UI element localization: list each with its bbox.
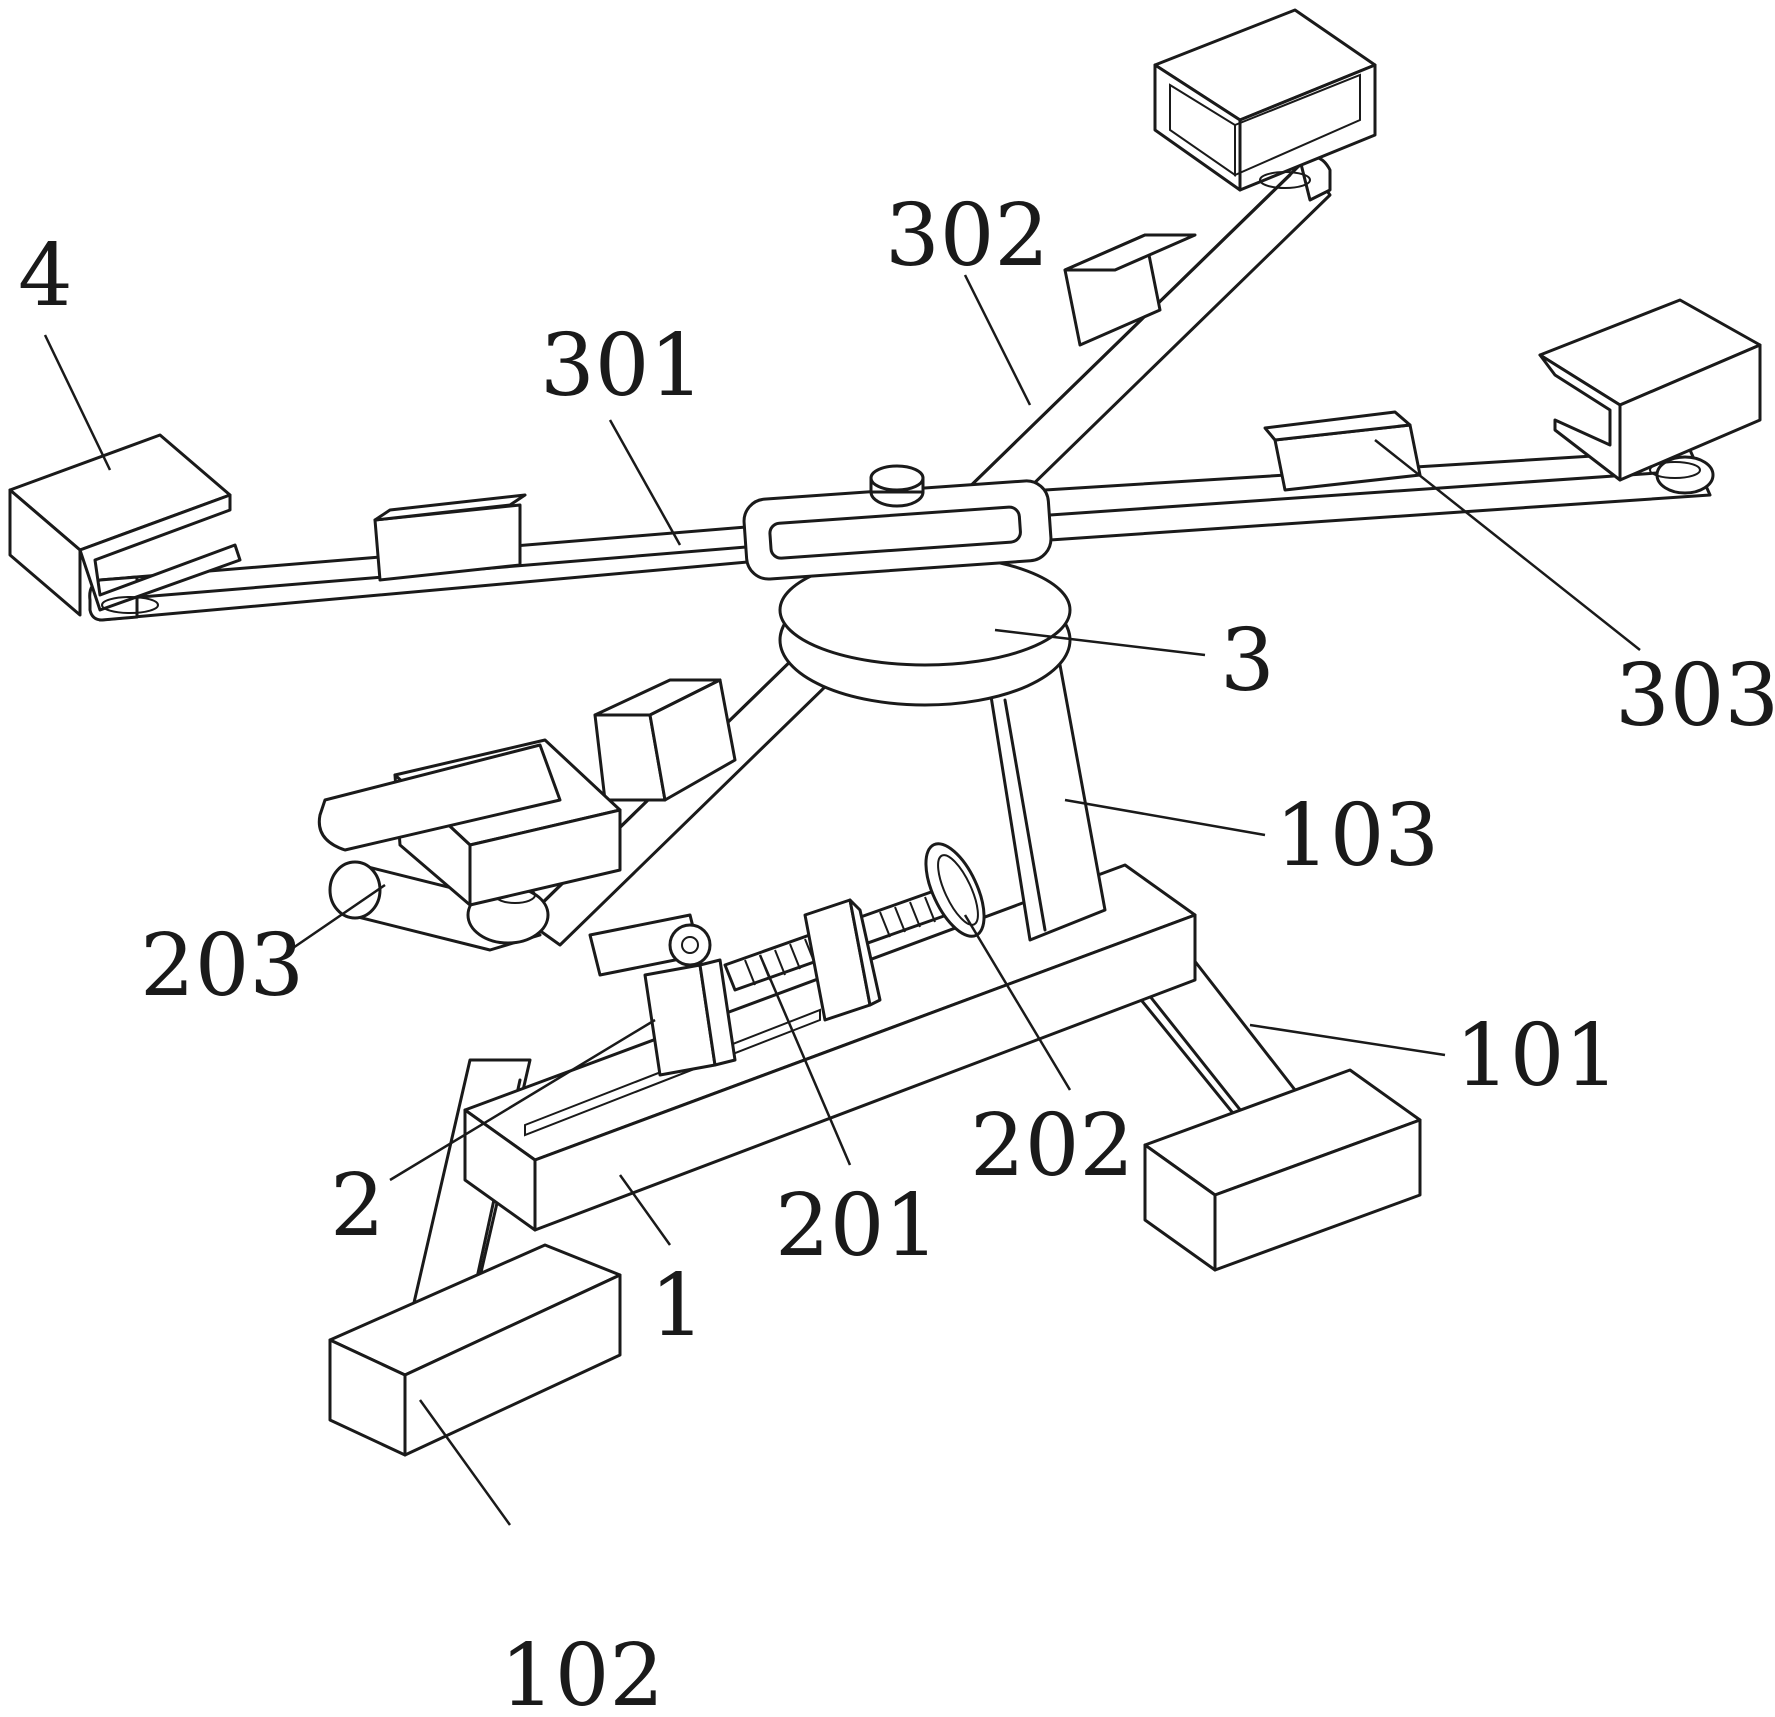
slider-block-2 [643, 958, 737, 1077]
slider-box-301 [373, 493, 527, 582]
label-2: 2 [330, 1156, 385, 1256]
slider-box-302 [1063, 233, 1197, 347]
label-301: 301 [540, 316, 704, 416]
clamp-4-left [8, 433, 242, 617]
slider-box-lower [593, 678, 737, 802]
label-4: 4 [18, 226, 73, 326]
swivel-base-3 [778, 553, 1072, 707]
label-101: 101 [1455, 1006, 1619, 1106]
leader-lines [43, 274, 1641, 1526]
foot-left-102 [328, 1243, 622, 1457]
handwheel-202 [924, 842, 986, 938]
label-103: 103 [1275, 786, 1439, 886]
label-303: 303 [1615, 646, 1775, 746]
upright-103 [988, 663, 1107, 942]
slider-box-303 [1263, 410, 1422, 492]
clamp-right [1538, 298, 1762, 482]
link-arm-203 [588, 913, 712, 977]
upper-link-plate [317, 743, 562, 852]
foot-right [1143, 1068, 1422, 1272]
clamp-top [1153, 8, 1377, 192]
center-clamp-frame [742, 464, 1053, 581]
label-203: 203 [140, 916, 304, 1016]
label-201: 201 [775, 1176, 939, 1276]
label-302: 302 [885, 186, 1049, 286]
nut-block [803, 898, 882, 1022]
label-1: 1 [650, 1256, 705, 1356]
part-labels: 4 301 302 303 3 103 203 101 202 2 201 1 … [18, 186, 1775, 1717]
label-202: 202 [970, 1096, 1134, 1196]
label-3: 3 [1220, 611, 1275, 711]
label-102: 102 [500, 1626, 664, 1717]
